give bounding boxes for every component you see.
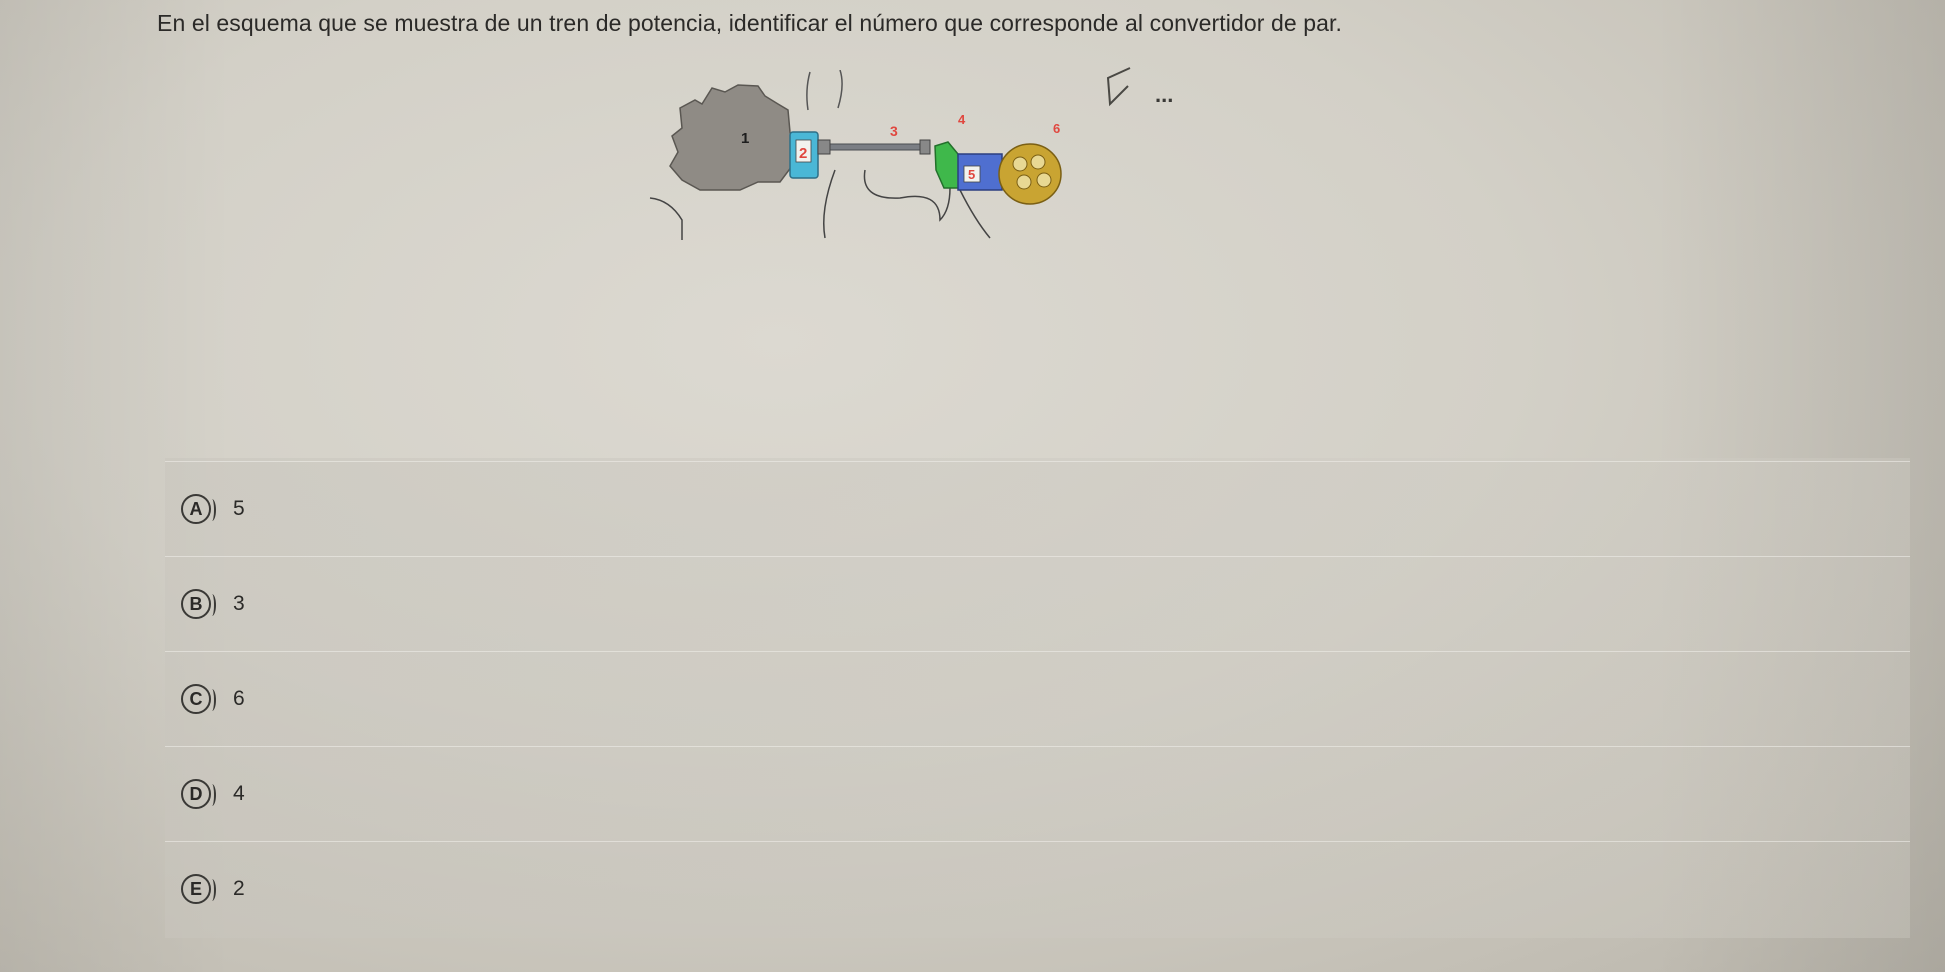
label-5: 5 bbox=[968, 167, 975, 182]
drive-shaft-shape bbox=[817, 143, 929, 151]
option-b[interactable]: B 3 bbox=[165, 556, 1910, 651]
engine-block bbox=[669, 84, 796, 191]
label-6: 6 bbox=[1053, 121, 1060, 136]
option-value: 3 bbox=[233, 592, 245, 615]
powertrain-diagram: 1 2 3 4 5 6 bbox=[640, 69, 1110, 250]
option-value: 4 bbox=[233, 782, 245, 805]
question-text: En el esquema que se muestra de un tren … bbox=[157, 10, 1343, 36]
frame-line-right bbox=[959, 189, 991, 239]
frame-line-bottom bbox=[863, 169, 951, 222]
option-letter-badge: B bbox=[181, 589, 216, 619]
shaft-joint-left bbox=[817, 139, 831, 155]
planetary-shape bbox=[998, 143, 1062, 205]
frame-line-top-a bbox=[806, 71, 811, 111]
more-options[interactable]: ... bbox=[1100, 64, 1210, 124]
option-value: 2 bbox=[233, 877, 245, 900]
option-d[interactable]: D 4 bbox=[165, 746, 1910, 841]
option-letter-badge: D bbox=[181, 779, 216, 809]
converter-label-box bbox=[795, 139, 812, 163]
option-a[interactable]: A 5 bbox=[165, 461, 1910, 556]
shaft-joint-right bbox=[919, 139, 931, 155]
bracket-icon bbox=[1106, 67, 1131, 107]
more-ellipsis: ... bbox=[1155, 82, 1174, 107]
answers-panel bbox=[165, 458, 1910, 938]
option-c[interactable]: C 6 bbox=[165, 651, 1910, 746]
transmission-label-box bbox=[963, 165, 981, 183]
option-letter-badge: C bbox=[181, 684, 216, 714]
option-e[interactable]: E 2 bbox=[165, 841, 1910, 936]
option-value: 6 bbox=[233, 687, 245, 710]
option-letter-badge: E bbox=[181, 874, 216, 904]
yoke-shape bbox=[934, 141, 961, 189]
frame-line-left bbox=[649, 197, 683, 240]
option-letter-badge: A bbox=[181, 494, 216, 524]
frame-line-top-b bbox=[837, 69, 843, 109]
label-3: 3 bbox=[890, 123, 898, 139]
option-value: 5 bbox=[233, 497, 245, 520]
frame-line-mid bbox=[823, 169, 836, 239]
label-4: 4 bbox=[958, 112, 966, 127]
label-2: 2 bbox=[799, 145, 807, 162]
label-1: 1 bbox=[741, 130, 749, 147]
